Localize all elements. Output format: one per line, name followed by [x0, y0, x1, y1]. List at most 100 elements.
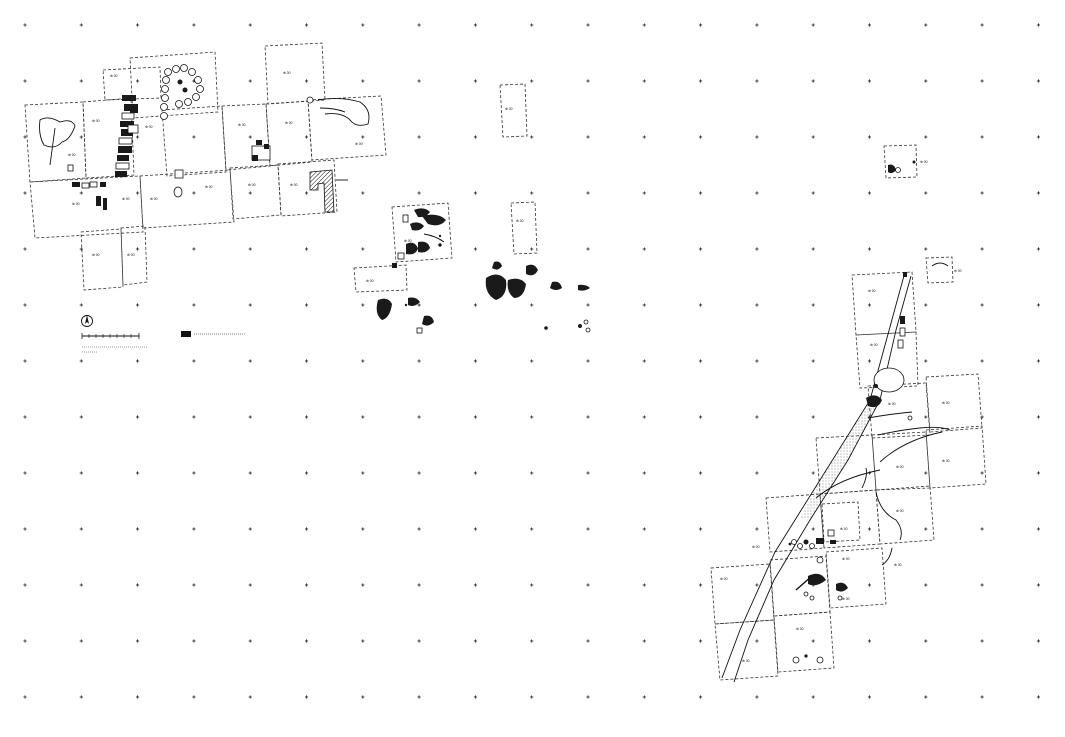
- stream-channel: [423, 233, 445, 243]
- stream-channel: [875, 491, 902, 541]
- trench-outline: [353, 264, 408, 293]
- trench-label: ⊕ 00: [283, 71, 291, 75]
- trench-outline: [875, 485, 935, 545]
- posthole: [306, 96, 314, 104]
- trench-outline: [139, 169, 235, 229]
- trench-outline: [855, 331, 919, 389]
- trench-outline: [867, 382, 931, 439]
- road-edge: [721, 271, 906, 679]
- trench-label: ⊕ 00: [248, 183, 256, 187]
- round-structure: [873, 367, 905, 393]
- trench-label: ⊕ 00: [238, 123, 246, 127]
- trench-label: ⊕ 00: [870, 343, 878, 347]
- trench-label: ⊕ 00: [896, 465, 904, 469]
- trench-outline: [925, 373, 983, 433]
- trench-outline: [391, 202, 453, 263]
- trench-outline: [82, 97, 135, 179]
- stream-channel: [879, 431, 943, 463]
- stone-wall: [115, 95, 139, 177]
- stone-cluster: [526, 264, 538, 276]
- north-arrow-icon: [81, 315, 93, 327]
- trench-outline: [499, 83, 528, 138]
- stone-cluster: [422, 214, 446, 226]
- feature-outline: [39, 117, 76, 148]
- trench-outline: [29, 175, 144, 239]
- survey-grid: [23, 23, 1040, 699]
- posthole: [874, 384, 878, 388]
- trench-outline: [307, 95, 387, 161]
- trench-outline: [773, 611, 835, 673]
- west-excavation-area: ⊕ 00 ⊕ 00 ⊕ 00 ⊕ 00 ⊕ 00 ⊕ 00 ⊕ 00 ⊕ 00 …: [24, 42, 387, 291]
- stone-feature: [392, 263, 397, 268]
- trench-outline: [825, 547, 887, 609]
- stone-cluster: [507, 278, 526, 298]
- scale-bar-icon: [81, 333, 140, 339]
- stone-cluster: [422, 315, 434, 326]
- stone-cluster: [492, 261, 502, 270]
- stone-feature: [100, 182, 106, 187]
- stream-channel: [877, 426, 951, 436]
- posthole: [583, 319, 589, 325]
- stone-ring: [160, 64, 204, 120]
- posthole: [438, 243, 442, 247]
- posthole: [67, 164, 74, 172]
- stone-cluster: [406, 242, 418, 255]
- stone-cluster: [866, 395, 882, 408]
- trench-label: ⊕ 00: [896, 509, 904, 513]
- legend-swatch: [181, 331, 191, 337]
- stream-channel: [881, 547, 893, 566]
- trench-label: ⊕ 00: [720, 577, 728, 581]
- stone-feature: [72, 182, 80, 187]
- stone-feature: [416, 327, 423, 334]
- stone-feature: [103, 198, 107, 210]
- trench-label: ⊕ 00: [92, 119, 100, 123]
- trench-label: ⊕ 00: [110, 74, 118, 78]
- trench-label: ⊕ 00: [205, 185, 213, 189]
- stone-cluster: [414, 208, 430, 218]
- trench-label: ⊕ 00: [840, 527, 848, 531]
- stone-feature: [96, 196, 101, 206]
- trench-label: ⊕ 00: [842, 557, 850, 561]
- stone-cluster: [485, 274, 507, 300]
- wall-hatched: [309, 169, 335, 213]
- trench-outline: [24, 101, 87, 183]
- road-surface: [800, 400, 880, 520]
- stone-feature: [402, 214, 409, 223]
- central-excavation-area: ⊕ 00 ⊕ 00 ⊕ 00 ⊕ 00: [353, 83, 591, 334]
- stone-feature: [397, 252, 405, 260]
- trench-outline: [161, 105, 227, 177]
- trench-label: ⊕ 00: [404, 239, 412, 243]
- trench-outline: [819, 489, 881, 549]
- feature-outline: [931, 262, 949, 267]
- stream-channel: [319, 107, 346, 113]
- stone-feature: [899, 327, 906, 337]
- trench-label: ⊕ 00: [942, 459, 950, 463]
- trench-label: ⊕ 00: [954, 269, 962, 273]
- stone-cluster: [550, 281, 562, 290]
- trench-outline: [765, 493, 825, 553]
- trench-label: ⊕ 00: [842, 597, 850, 601]
- trench-outline: [264, 42, 326, 105]
- trench-outline: [265, 100, 313, 167]
- trench-outline: [710, 563, 775, 625]
- trench-label: ⊕ 00: [920, 160, 928, 164]
- posthole: [438, 234, 442, 238]
- trench-label: ⊕ 00: [285, 121, 293, 125]
- trench-label: ⊕ 00: [150, 197, 158, 201]
- trench-label: ⊕ 00: [888, 402, 896, 406]
- stone-feature: [897, 339, 904, 349]
- trench-outline: [925, 256, 954, 284]
- stone-feature: [89, 181, 98, 188]
- trench-outline: [821, 501, 861, 543]
- trench-label: ⊕ 00: [516, 219, 524, 223]
- trench-label: ⊕ 00: [868, 289, 876, 293]
- trench-label: ⊕ 00: [122, 197, 130, 201]
- trench-label: ⊕ 00: [796, 627, 804, 631]
- trench-outline: [714, 619, 779, 681]
- stream-channel: [861, 467, 867, 489]
- trench-label: ⊕ 00: [92, 253, 100, 257]
- trench-label: ⊕ 00: [894, 563, 902, 567]
- trench-label: ⊕ 00: [355, 142, 363, 146]
- trench-label: ⊕ 00: [505, 107, 513, 111]
